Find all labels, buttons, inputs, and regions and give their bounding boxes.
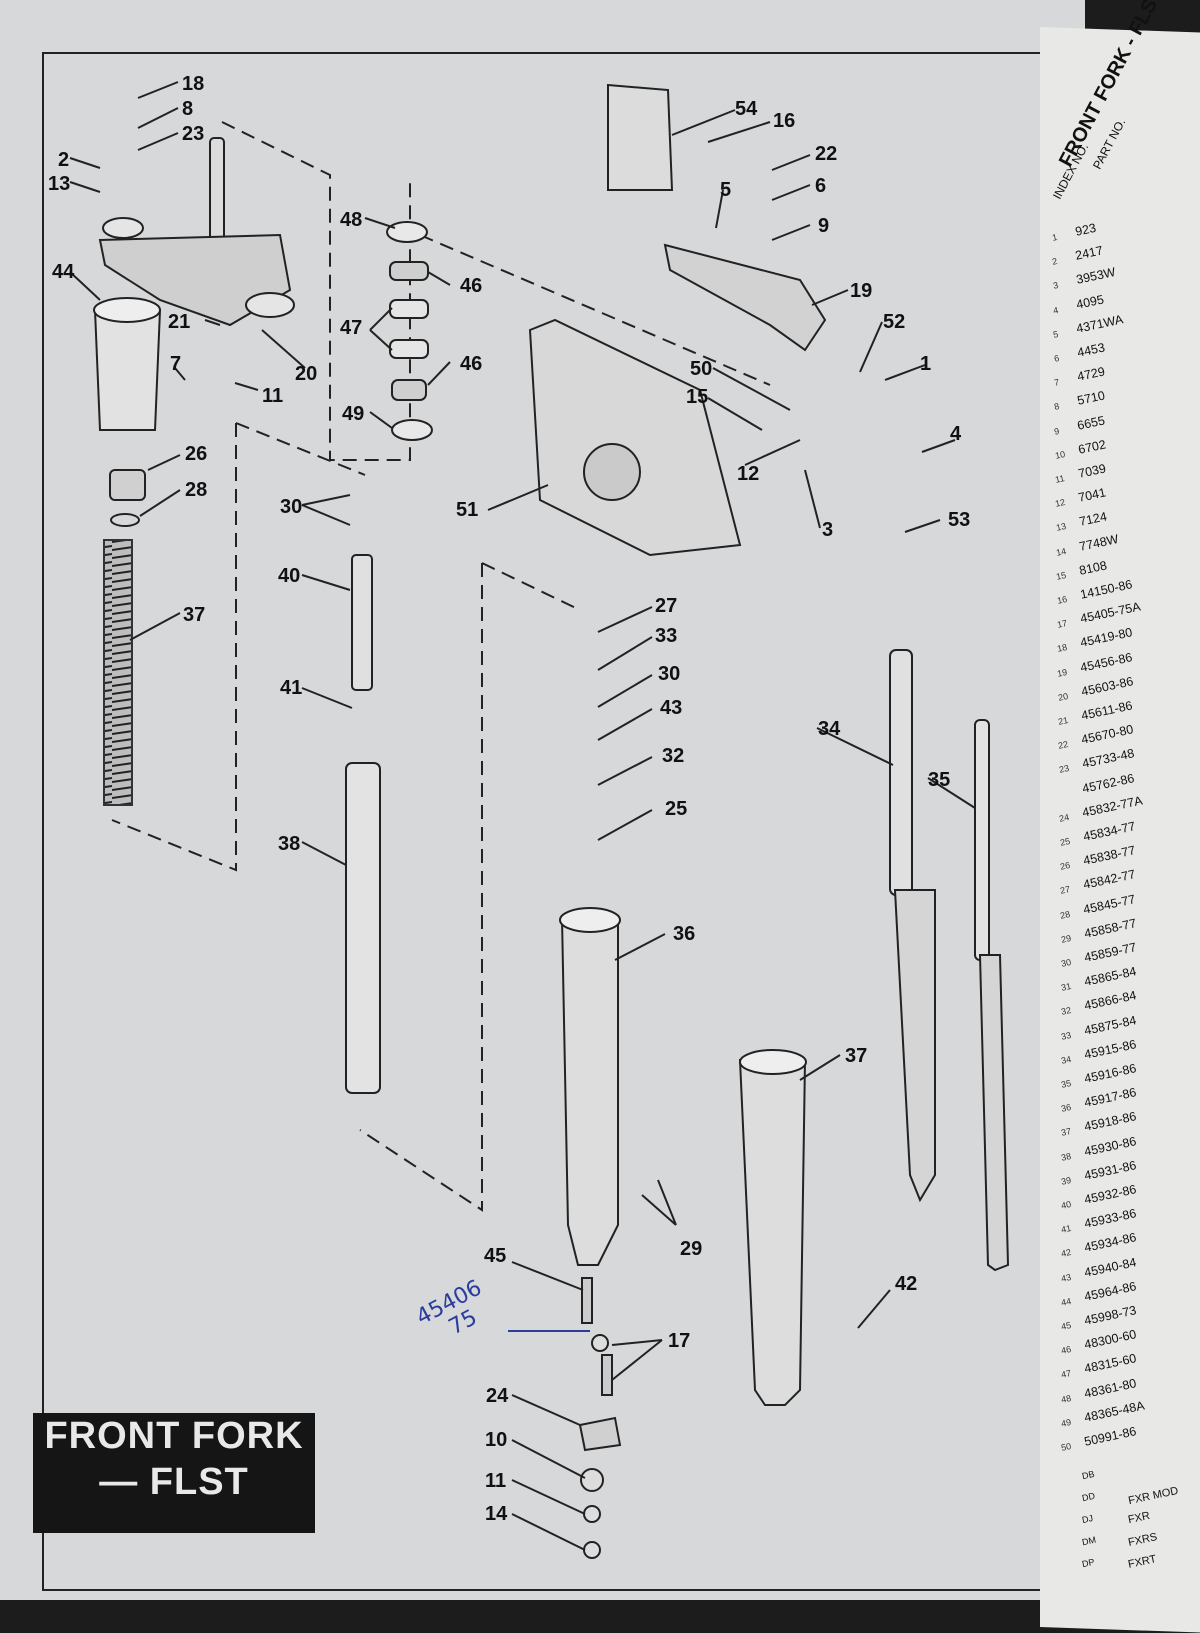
callout-3: 3: [822, 519, 833, 541]
callout-14: 14: [485, 1503, 508, 1525]
callout-38: 38: [278, 833, 300, 855]
callout-11: 11: [262, 385, 283, 407]
callout-27: 27: [655, 595, 677, 617]
callout-49: 49: [342, 403, 364, 425]
callout-25: 25: [665, 798, 687, 820]
callout-1: 1: [920, 353, 931, 375]
section-title-line1: FRONT FORK: [44, 1415, 304, 1457]
callout-30: 30: [280, 496, 302, 518]
callout-12: 12: [737, 463, 759, 485]
index-number: [1060, 793, 1083, 798]
section-title-box: FRONT FORK — FLST: [33, 1413, 315, 1533]
callout-50: 50: [690, 358, 712, 380]
section-title-line2: — FLST: [99, 1461, 249, 1503]
callout-2: 2: [58, 149, 69, 171]
callout-46: 46: [460, 353, 482, 375]
callout-23: 23: [182, 123, 204, 145]
callout-20: 20: [295, 363, 317, 385]
callout-10: 10: [485, 1429, 507, 1451]
callout-36: 36: [673, 923, 695, 945]
callout-32: 32: [662, 745, 684, 767]
handwritten-underline: [508, 1330, 590, 1332]
callout-34: 34: [818, 718, 841, 740]
callout-41: 41: [280, 677, 302, 699]
exploded-parts-diagram: 1882321344212071126283748464746493040413…: [48, 73, 1010, 1559]
callout-18: 18: [182, 73, 204, 95]
callout-15: 15: [686, 386, 708, 408]
callout-6: 6: [815, 175, 826, 197]
callout-46: 46: [460, 275, 482, 297]
callout-22: 22: [815, 143, 837, 165]
callout-29: 29: [680, 1238, 702, 1260]
callout-51: 51: [456, 499, 478, 521]
callout-26: 26: [185, 443, 207, 465]
callout-37: 37: [183, 604, 205, 626]
callout-52: 52: [883, 311, 905, 333]
callout-8: 8: [182, 98, 193, 120]
callout-5: 5: [720, 179, 731, 201]
callout-13: 13: [48, 173, 70, 195]
callout-9: 9: [818, 215, 829, 237]
callout-28: 28: [185, 479, 207, 501]
callout-19: 19: [850, 280, 872, 302]
callout-16: 16: [773, 110, 795, 132]
callout-37: 37: [845, 1045, 867, 1067]
callout-54: 54: [735, 98, 758, 120]
callout-40: 40: [278, 565, 300, 587]
callout-35: 35: [928, 769, 950, 791]
callout-48: 48: [340, 209, 362, 231]
callout-11: 11: [485, 1470, 506, 1492]
callout-21: 21: [168, 311, 190, 333]
callout-43: 43: [660, 697, 682, 719]
callout-53: 53: [948, 509, 970, 531]
callout-17: 17: [668, 1330, 690, 1352]
callout-44: 44: [52, 261, 75, 283]
callout-24: 24: [486, 1385, 509, 1407]
callout-42: 42: [895, 1273, 917, 1295]
callout-47: 47: [340, 317, 362, 339]
callout-30: 30: [658, 663, 680, 685]
callout-33: 33: [655, 625, 677, 647]
callout-4: 4: [950, 423, 962, 445]
callout-45: 45: [484, 1245, 506, 1267]
callout-7: 7: [170, 353, 181, 375]
